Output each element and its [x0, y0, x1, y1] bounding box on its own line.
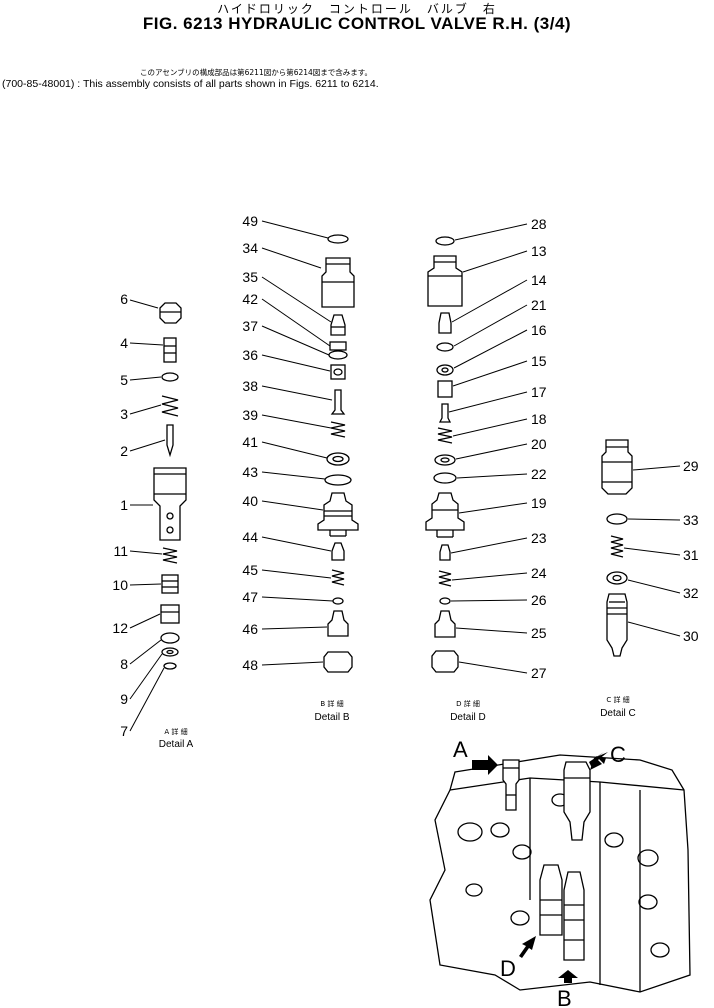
callout-a-6: 6 — [120, 291, 128, 307]
detail-a-parts — [153, 302, 187, 670]
callout-d-28: 28 — [531, 216, 547, 232]
callout-a-7: 7 — [120, 723, 128, 739]
callout-b-44: 44 — [242, 529, 258, 545]
callout-a-5: 5 — [120, 372, 128, 388]
arrow-a — [472, 755, 498, 775]
callout-d-25: 25 — [531, 625, 547, 641]
callout-b-34: 34 — [242, 240, 258, 256]
callout-b-37: 37 — [242, 318, 258, 334]
callout-c-32: 32 — [683, 585, 699, 601]
callout-d-23: 23 — [531, 530, 547, 546]
assembly-note: (700-85-48001) : This assembly consists … — [2, 78, 379, 90]
title-japanese: ハイドロリック コントロール バルブ 右 — [217, 2, 497, 16]
callout-d-20: 20 — [531, 436, 547, 452]
detail-b-leaders — [261, 220, 334, 666]
detail-b-caption-jp: B 詳 細 — [320, 699, 343, 708]
detail-d-parts — [425, 236, 465, 673]
callout-d-14: 14 — [531, 272, 547, 288]
callout-c-31: 31 — [683, 547, 699, 563]
detail-c-parts — [601, 439, 633, 657]
view-letter-b: B — [557, 986, 572, 1008]
view-letter-d: D — [500, 956, 516, 981]
detail-c-leaders — [623, 465, 681, 637]
callout-d-27: 27 — [531, 665, 547, 681]
callout-b-41: 41 — [242, 434, 258, 450]
detail-c-caption-jp: C 詳 細 — [606, 695, 629, 704]
callout-a-8: 8 — [120, 656, 128, 672]
callout-d-17: 17 — [531, 384, 547, 400]
callout-b-46: 46 — [242, 621, 258, 637]
callout-b-36: 36 — [242, 347, 258, 363]
detail-d-leaders — [448, 223, 528, 674]
callout-d-18: 18 — [531, 411, 547, 427]
arrow-b — [558, 970, 578, 983]
callout-d-13: 13 — [531, 243, 547, 259]
detail-a-caption: Detail A — [159, 739, 194, 750]
callout-c-30: 30 — [683, 628, 699, 644]
callout-d-16: 16 — [531, 322, 547, 338]
callout-a-11: 11 — [113, 543, 128, 559]
callout-d-22: 22 — [531, 466, 547, 482]
callout-d-26: 26 — [531, 592, 547, 608]
callout-a-12: 12 — [112, 620, 128, 636]
view-letter-a: A — [453, 737, 468, 762]
callout-a-9: 9 — [120, 691, 128, 707]
arrow-c — [590, 752, 608, 770]
detail-a-caption-jp: A 詳 細 — [164, 727, 187, 736]
callout-b-43: 43 — [242, 464, 258, 480]
callout-b-35: 35 — [242, 269, 258, 285]
callout-b-39: 39 — [242, 407, 258, 423]
callout-c-29: 29 — [683, 458, 699, 474]
callout-a-1: 1 — [120, 497, 128, 513]
detail-b-parts — [317, 234, 359, 673]
view-letter-c: C — [610, 742, 626, 767]
detail-d-caption: Detail D — [450, 712, 486, 723]
callout-d-24: 24 — [531, 565, 547, 581]
callout-a-10: 10 — [112, 577, 128, 593]
detail-c-caption: Detail C — [600, 708, 636, 719]
callout-b-47: 47 — [242, 589, 258, 605]
assembly-note-japanese: このアセンブリの構成部品は第6211図から第6214図まで含みます。 — [140, 68, 373, 77]
callout-b-38: 38 — [242, 378, 258, 394]
callout-d-21: 21 — [531, 297, 547, 313]
valve-body-drawing — [429, 754, 691, 993]
detail-d-caption-jp: D 詳 細 — [456, 699, 480, 708]
callout-b-48: 48 — [242, 657, 258, 673]
callout-a-2: 2 — [120, 443, 128, 459]
callout-d-19: 19 — [531, 495, 547, 511]
detail-a-leaders — [129, 299, 166, 732]
callout-a-4: 4 — [120, 335, 128, 351]
figure-title: FIG. 6213 HYDRAULIC CONTROL VALVE R.H. (… — [142, 14, 572, 33]
callout-a-3: 3 — [120, 406, 128, 422]
callout-c-33: 33 — [683, 512, 699, 528]
callout-b-42: 42 — [242, 291, 258, 307]
callout-d-15: 15 — [531, 353, 547, 369]
arrow-d — [519, 936, 536, 958]
callout-b-40: 40 — [242, 493, 258, 509]
callout-b-49: 49 — [242, 213, 258, 229]
view-arrows — [472, 752, 608, 983]
callout-b-45: 45 — [242, 562, 258, 578]
detail-b-caption: Detail B — [314, 712, 349, 723]
